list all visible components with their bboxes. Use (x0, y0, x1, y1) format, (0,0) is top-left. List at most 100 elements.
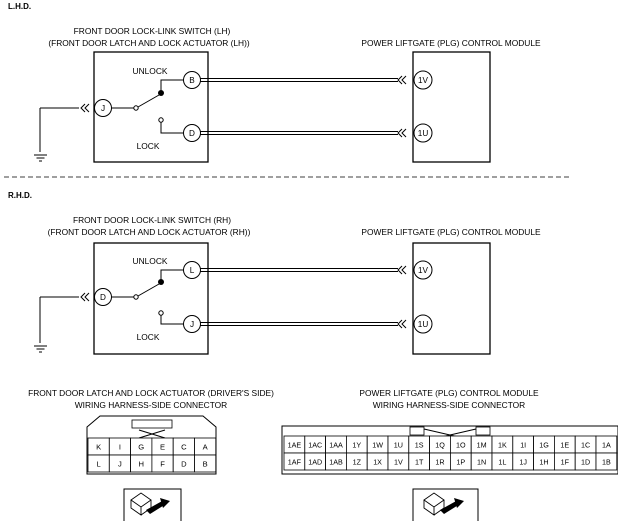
plg-connector-pin-label: 1AF (288, 458, 302, 467)
plg-connector-pin-label: 1U (394, 441, 403, 450)
rhd-pin-l-circle (183, 261, 201, 279)
plg-connector-pin-label: 1A (602, 441, 611, 450)
plg-connector-pin-label: 1F (561, 458, 570, 467)
plg-connector-pin-label: 1AE (288, 441, 302, 450)
plg-connector-pin-label: 1L (498, 458, 506, 467)
door-connector-title: FRONT DOOR LATCH AND LOCK ACTUATOR (DRIV… (28, 388, 274, 398)
plg-connector-pin-label: 1I (520, 441, 526, 450)
door-connector-pin-label: I (119, 443, 121, 452)
plg-connector-pin-label: 1O (456, 441, 466, 450)
lhd-plg-box (412, 51, 491, 163)
door-connector-pin-label: B (203, 460, 208, 469)
lhd-heading: L.H.D. (8, 2, 31, 11)
rhd-ground-icon (34, 345, 47, 353)
plg-connector-pin-label: 1E (560, 441, 569, 450)
rhd-switch-box (93, 242, 209, 355)
rhd-wire-j-1u (200, 322, 398, 326)
plg-connector-pin-label: 1M (477, 441, 487, 450)
plg-connector-pin-label: 1X (373, 458, 382, 467)
rhd-plg-box (412, 242, 491, 355)
door-connector-pin-label: E (160, 443, 165, 452)
door-connector-cross-icon (138, 429, 166, 439)
plg-connector-subtitle: WIRING HARNESS-SIDE CONNECTOR (373, 400, 525, 410)
plg-connector-pin-label: 1G (539, 441, 549, 450)
door-connector-pin-grid: K I G E C A L J H F D B (87, 437, 217, 473)
lhd-unlock-label: UNLOCK (133, 66, 168, 76)
rhd-pin-1u-circle (413, 314, 433, 334)
rhd-switch-subtitle: (FRONT DOOR LATCH AND LOCK ACTUATOR (RH)… (48, 227, 251, 237)
plg-connector-pin-label: 1W (372, 441, 383, 450)
rhd-unlock-label: UNLOCK (133, 256, 168, 266)
door-connector-pin-label: J (118, 460, 122, 469)
door-connector-cell (194, 454, 217, 473)
door-connector-pin-label: K (96, 443, 101, 452)
door-connector-pin-label: A (203, 443, 209, 452)
door-connector-lock-tab (131, 419, 173, 429)
plg-connector-pin-label: 1J (519, 458, 527, 467)
lhd-pin-b-circle (183, 71, 201, 89)
rhd-pin-1u: 1U (418, 320, 429, 329)
lhd-pin-1v-circle (413, 70, 433, 90)
lhd-switch-title: FRONT DOOR LOCK-LINK SWITCH (LH) (74, 26, 231, 36)
lhd-connector-chevron-icon (80, 103, 90, 113)
door-connector-pin-label: F (160, 460, 165, 469)
plg-connector-pin-label: 1K (498, 441, 507, 450)
lhd-ground-icon (34, 154, 47, 162)
door-connector-pin-label: G (138, 443, 144, 452)
plg-connector-lock-left (409, 426, 425, 436)
plg-connector-pin-label: 1V (394, 458, 403, 467)
plg-connector-pin-label: 1AC (308, 441, 322, 450)
plg-connector-pin-label: 1S (415, 441, 424, 450)
rhd-switch-pivot (133, 294, 139, 300)
plg-connector-pin-label: 1P (456, 458, 465, 467)
lhd-pin-d: D (189, 129, 195, 138)
rhd-pin-l: L (190, 266, 195, 275)
plg-connector-pin-label: 1AB (329, 458, 343, 467)
lhd-pin-1u: 1U (418, 129, 429, 138)
plg-connector-lock-right (475, 426, 491, 436)
plg-connector-pin-label: 1R (435, 458, 444, 467)
lhd-switch-pivot (133, 105, 139, 111)
plg-connector-pin-label: 1AA (329, 441, 343, 450)
door-connector-pin-label: C (181, 443, 187, 452)
rhd-ground-wire (39, 296, 79, 343)
lhd-pin-b: B (189, 76, 195, 85)
lhd-wire-d-1u (200, 131, 398, 135)
plg-connector-pin-label: 1Y (352, 441, 361, 450)
plg-harness-view-icon (412, 488, 479, 521)
rhd-connector-chevron-icon (80, 292, 90, 302)
rhd-lock-label: LOCK (137, 332, 160, 342)
rhd-wire-l-1v (200, 268, 398, 272)
lhd-switch-box (93, 51, 209, 163)
plg-connector-pin-label: 1N (477, 458, 486, 467)
lhd-switch-subtitle: (FRONT DOOR LATCH AND LOCK ACTUATOR (LH)… (48, 38, 250, 48)
door-connector-subtitle: WIRING HARNESS-SIDE CONNECTOR (75, 400, 227, 410)
lhd-pin-d-circle (183, 124, 201, 142)
door-connector-pin-label: D (181, 460, 187, 469)
plg-connector-pin-label: 1B (602, 458, 611, 467)
lhd-lock-contact (158, 117, 164, 123)
plg-connector-pin-label: 1C (581, 441, 590, 450)
rhd-lock-contact (158, 310, 164, 316)
plg-connector-pin-label: 1H (539, 458, 548, 467)
plg-connector-pin-label: 1Q (435, 441, 445, 450)
rhd-switch-title: FRONT DOOR LOCK-LINK SWITCH (RH) (73, 215, 231, 225)
rhd-pin-j-circle (183, 315, 201, 333)
lhd-pin-j: J (101, 104, 105, 113)
plg-connector-pin-label: 1D (581, 458, 590, 467)
rhd-heading: R.H.D. (8, 191, 32, 200)
door-connector-pin-label: L (97, 460, 101, 469)
plg-connector-title: POWER LIFTGATE (PLG) CONTROL MODULE (359, 388, 539, 398)
lhd-ground-wire (39, 107, 79, 152)
door-connector-pin-label: H (139, 460, 144, 469)
rhd-pin-1v-circle (413, 260, 433, 280)
lhd-lock-label: LOCK (137, 141, 160, 151)
plg-connector-cell (595, 452, 618, 471)
rhd-pin-d: D (100, 293, 106, 302)
lhd-plg-title: POWER LIFTGATE (PLG) CONTROL MODULE (361, 38, 541, 48)
rhd-pin-1v: 1V (418, 266, 429, 275)
lhd-switch-blade (137, 94, 160, 108)
rhd-plg-title: POWER LIFTGATE (PLG) CONTROL MODULE (361, 227, 541, 237)
